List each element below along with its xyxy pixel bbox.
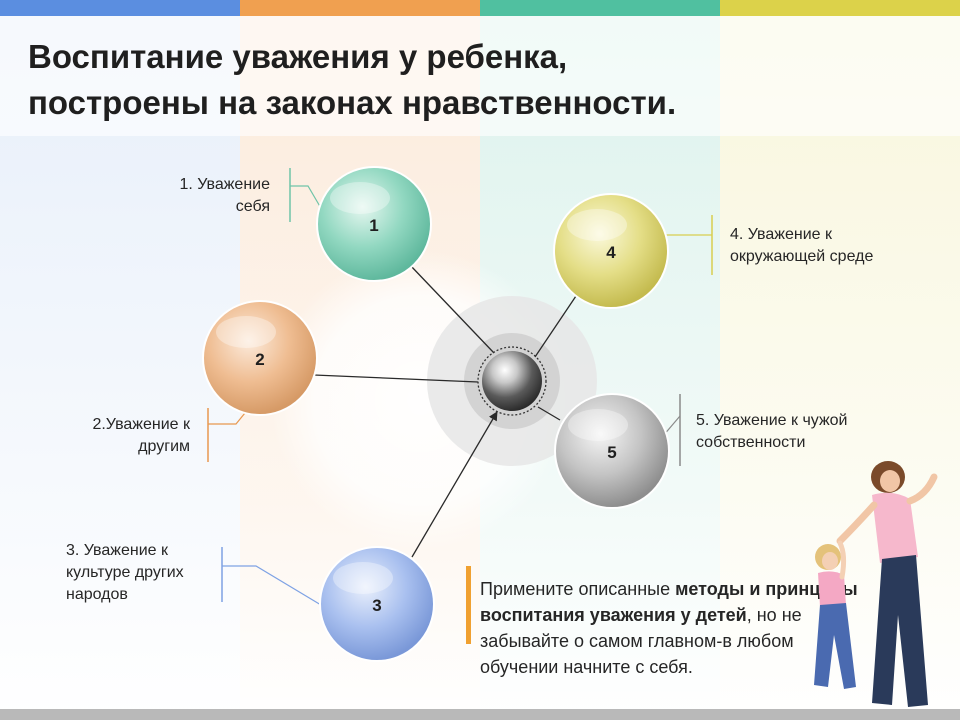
label-4-line-2: окружающей среде xyxy=(730,248,874,265)
connector-1 xyxy=(409,264,495,354)
chrome-sphere-icon xyxy=(482,351,542,411)
slide-title-line-2: построены на законах нравственности. xyxy=(28,84,677,121)
note-accent-bar xyxy=(466,566,866,644)
label-2: 2.Уважение к другим xyxy=(40,414,190,458)
sphere-1: 1 xyxy=(316,166,432,282)
label-5-line-1: 5. Уважение к чужой xyxy=(696,412,848,429)
label-2-line-1: 2.Уважение к xyxy=(92,416,190,433)
note-part-2: , но не забывайте о самом главном-в любо… xyxy=(480,605,802,677)
sphere-2: 2 xyxy=(202,300,318,416)
leader-3 xyxy=(222,565,337,615)
top-bar-yellow xyxy=(720,0,960,16)
slide-title: Воспитание уважения у ребенка, построены… xyxy=(28,34,928,126)
sphere-2-number: 2 xyxy=(255,350,264,369)
label-3-line-2: культуре других xyxy=(66,564,184,581)
top-bar-green xyxy=(480,0,720,16)
sphere-3: 3 xyxy=(319,546,435,662)
hub-dotted-ring xyxy=(477,346,547,416)
label-3-line-1: 3. Уважение к xyxy=(66,542,168,559)
top-bar-orange xyxy=(240,0,480,16)
label-4-line-1: 4. Уважение к xyxy=(730,226,832,243)
label-3-line-3: народов xyxy=(66,586,128,603)
bottom-bar xyxy=(0,709,960,720)
note-bold-1: методы и принципы воспитания уважения у … xyxy=(480,579,858,625)
mother-and-child-icon xyxy=(814,461,938,707)
label-1-line-1: 1. Уважение xyxy=(179,176,270,193)
sphere-4: 4 xyxy=(553,193,669,309)
sphere-4-number: 4 xyxy=(606,243,616,262)
label-4: 4. Уважение к окружающей среде xyxy=(730,224,930,268)
connector-4 xyxy=(534,295,577,358)
label-5-line-2: собственности xyxy=(696,434,806,451)
label-5: 5. Уважение к чужой собственности xyxy=(696,410,896,454)
sphere-1-number: 1 xyxy=(369,216,378,235)
title-band xyxy=(0,16,960,136)
sphere-3-number: 3 xyxy=(372,596,381,615)
top-bar-blue xyxy=(0,0,240,16)
label-2-line-2: другим xyxy=(138,438,190,455)
slide-title-line-1: Воспитание уважения у ребенка, xyxy=(28,38,568,75)
connector-3 xyxy=(411,411,498,558)
connector-5 xyxy=(537,406,561,421)
label-1: 1. Уважение себя xyxy=(120,174,270,218)
label-3: 3. Уважение к культуре других народов xyxy=(66,540,226,606)
connector-2 xyxy=(313,374,479,383)
sphere-5-number: 5 xyxy=(607,443,616,462)
note-text: Примените описанные методы и принципы во… xyxy=(480,576,865,680)
sphere-5: 5 xyxy=(554,393,670,509)
note-part-1: Примените описанные xyxy=(480,579,676,599)
label-1-line-2: себя xyxy=(235,198,270,215)
